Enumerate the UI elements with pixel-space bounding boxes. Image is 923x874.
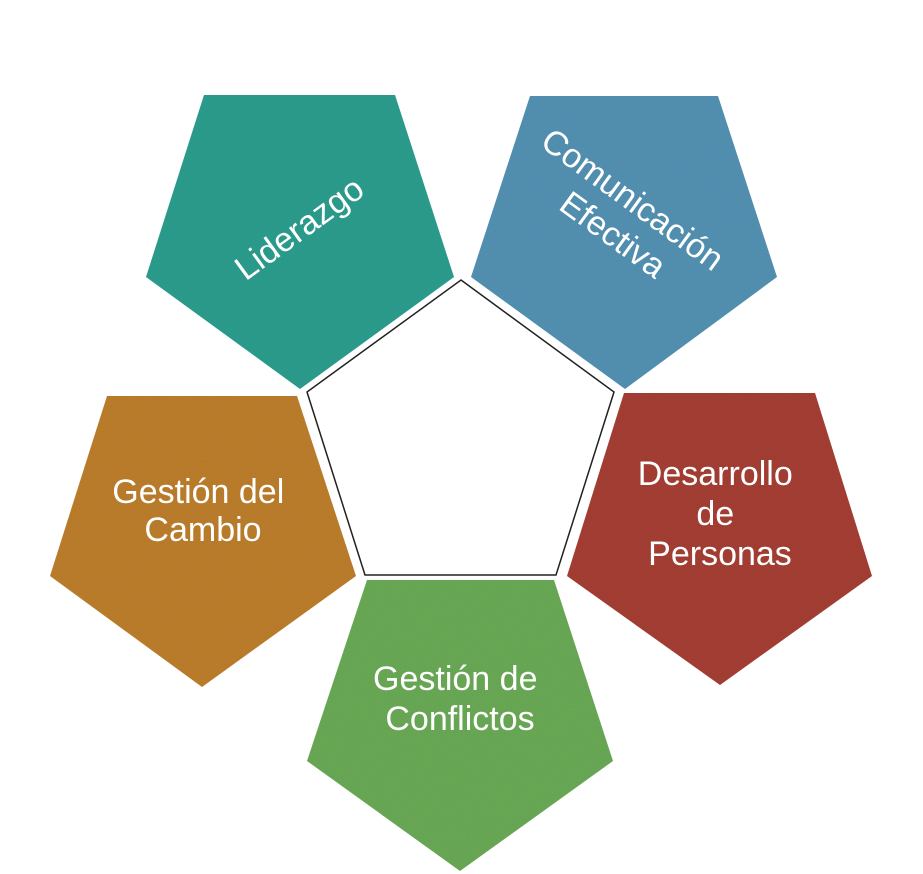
change-pentagon xyxy=(50,396,356,687)
development-pentagon xyxy=(567,393,872,685)
conflicts-label: Gestión de Conflictos xyxy=(373,660,547,738)
node-change: Gestión del Cambio xyxy=(50,396,356,687)
development-label: Desarrollo de Personas xyxy=(638,455,802,573)
node-leadership: Liderazgo xyxy=(146,95,454,389)
leadership-pentagon xyxy=(146,95,454,389)
change-label: Gestión del Cambio xyxy=(112,473,293,549)
node-conflicts: Gestión de Conflictos xyxy=(307,580,613,871)
conflicts-pentagon xyxy=(307,580,613,871)
node-communication: Comunicación Efectiva xyxy=(471,96,777,389)
node-development: Desarrollo de Personas xyxy=(567,393,872,685)
center-pentagon xyxy=(306,279,615,576)
communication-pentagon xyxy=(471,96,777,389)
